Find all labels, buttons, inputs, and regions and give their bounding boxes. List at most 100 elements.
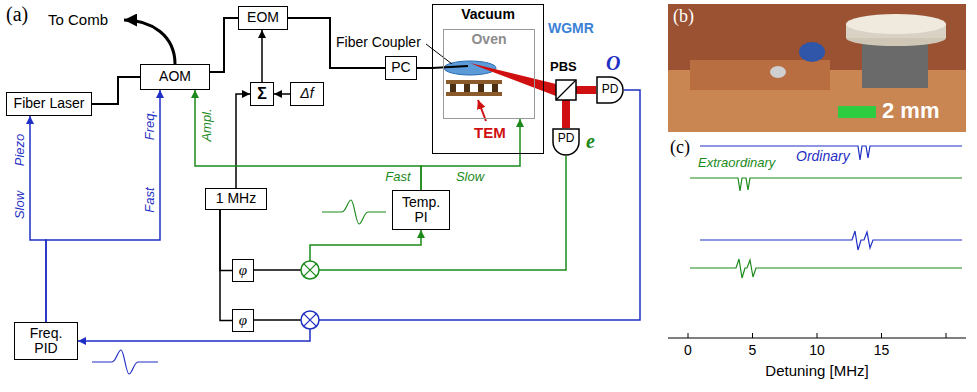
panel-label: (a) [6,3,28,26]
offset-box: Δf [290,82,324,106]
node-text: AOM [159,69,191,84]
photo-background [668,4,966,132]
node-text: Vacuum [461,7,515,22]
photodiode-outline [553,129,579,155]
mixer-cross [304,314,317,327]
signal-wire [254,319,301,321]
beam-splitter-diagonal [556,80,576,100]
scale-label: 2 mm [882,98,939,123]
thermoelectric-pillar [492,84,498,92]
mixer-symbol [301,261,319,279]
oscillator-box: 1 MHz [205,188,267,210]
connector [92,77,140,104]
axis-tick [946,333,947,338]
connector [236,94,250,188]
node-text: PD [602,83,619,96]
node-text: PD [558,132,575,145]
tick-label: 10 [809,342,825,358]
error-trace [690,259,962,278]
node-text: Oven [471,32,506,47]
photodiode: PD [552,128,580,156]
part-label: PBS [550,60,577,75]
connector [417,67,432,69]
phase-shifter: φ [232,309,254,332]
thermoelectric-pillar [450,84,456,92]
node-text: Temp. PI [396,195,446,226]
error-signal-sketch [322,200,386,224]
modulator-box: AOM [140,64,210,90]
thermoelectric-pillar [478,84,484,92]
mixer-cross [304,314,317,327]
connector [220,210,232,271]
output-label: To Comb [48,11,108,28]
loop-speed-label: Fast [143,186,158,213]
node-text: φ [239,312,247,329]
panel-label: (c) [670,137,690,158]
connector [210,18,238,72]
signal-wire [319,156,566,270]
signal-wire [78,329,310,341]
thermoelectric-plate [446,80,502,84]
axis-tick [688,333,689,338]
mixer-cross [304,264,317,277]
connector [30,116,46,322]
signal-wire [310,230,421,261]
node-text: Σ [257,85,267,103]
thermoelectric-pillar [464,84,470,92]
tick-label: 15 [874,342,890,358]
loop-speed-label: Slow [13,190,28,220]
signal-label: Ampl. [200,108,215,141]
signal-wire [254,269,301,271]
photo-disk [846,14,946,34]
connector [46,90,160,322]
node-text: Δf [300,86,313,101]
photo-circuit [690,60,830,90]
output-fiber [124,20,175,64]
loop-speed-label: Slow [455,170,485,185]
fiber [432,66,468,68]
tick-label: 0 [684,342,692,358]
signal-label: Freq. [143,110,158,140]
summing-box: Σ [250,82,274,106]
mixer-cross [304,264,317,277]
pointer-arrow [478,100,486,121]
connector [261,30,263,82]
signal-wire [319,90,640,320]
photo-component [799,42,825,62]
connector [421,119,520,190]
photodiode: PD [596,76,629,104]
leader-line [426,44,452,64]
spectrum-trace [690,178,962,191]
thermoelectric-plate [446,92,502,96]
error-trace [700,231,962,250]
tick-label: 5 [749,342,757,358]
part-label: Fiber Coupler [336,34,421,50]
controller-box: PC [385,56,417,80]
signal-label: Piezo [13,134,28,167]
node-text: 1 MHz [216,191,256,206]
photodiode-outline [597,77,623,103]
controller-box: Temp. PI [392,190,450,230]
polarization-label: e [586,130,595,153]
node-text: Fiber Laser [14,96,85,111]
trace-label: Extraordinary [698,156,775,171]
loop-speed-label: Fast [384,170,411,185]
photo-solder [770,66,786,78]
connector [274,93,290,95]
beam-splitter-cube [556,80,576,100]
modulator-box: EOM [238,6,288,30]
light-beam [576,86,596,94]
part-label: WGMR [548,20,594,36]
panel-label: (b) [673,6,694,27]
controller-box: Freq. PID [14,322,78,360]
laser-box: Fiber Laser [6,92,92,116]
axis-title: Detuning [MHz] [765,362,868,379]
node-text: PC [391,60,410,75]
node-text: EOM [247,10,279,25]
oven-box: Oven [443,29,535,119]
node-text: Freq. PID [18,326,74,357]
trace-label: Ordinary [796,148,850,164]
photo-mount [862,44,928,88]
scale-bar [838,106,876,118]
phase-shifter: φ [232,259,254,282]
